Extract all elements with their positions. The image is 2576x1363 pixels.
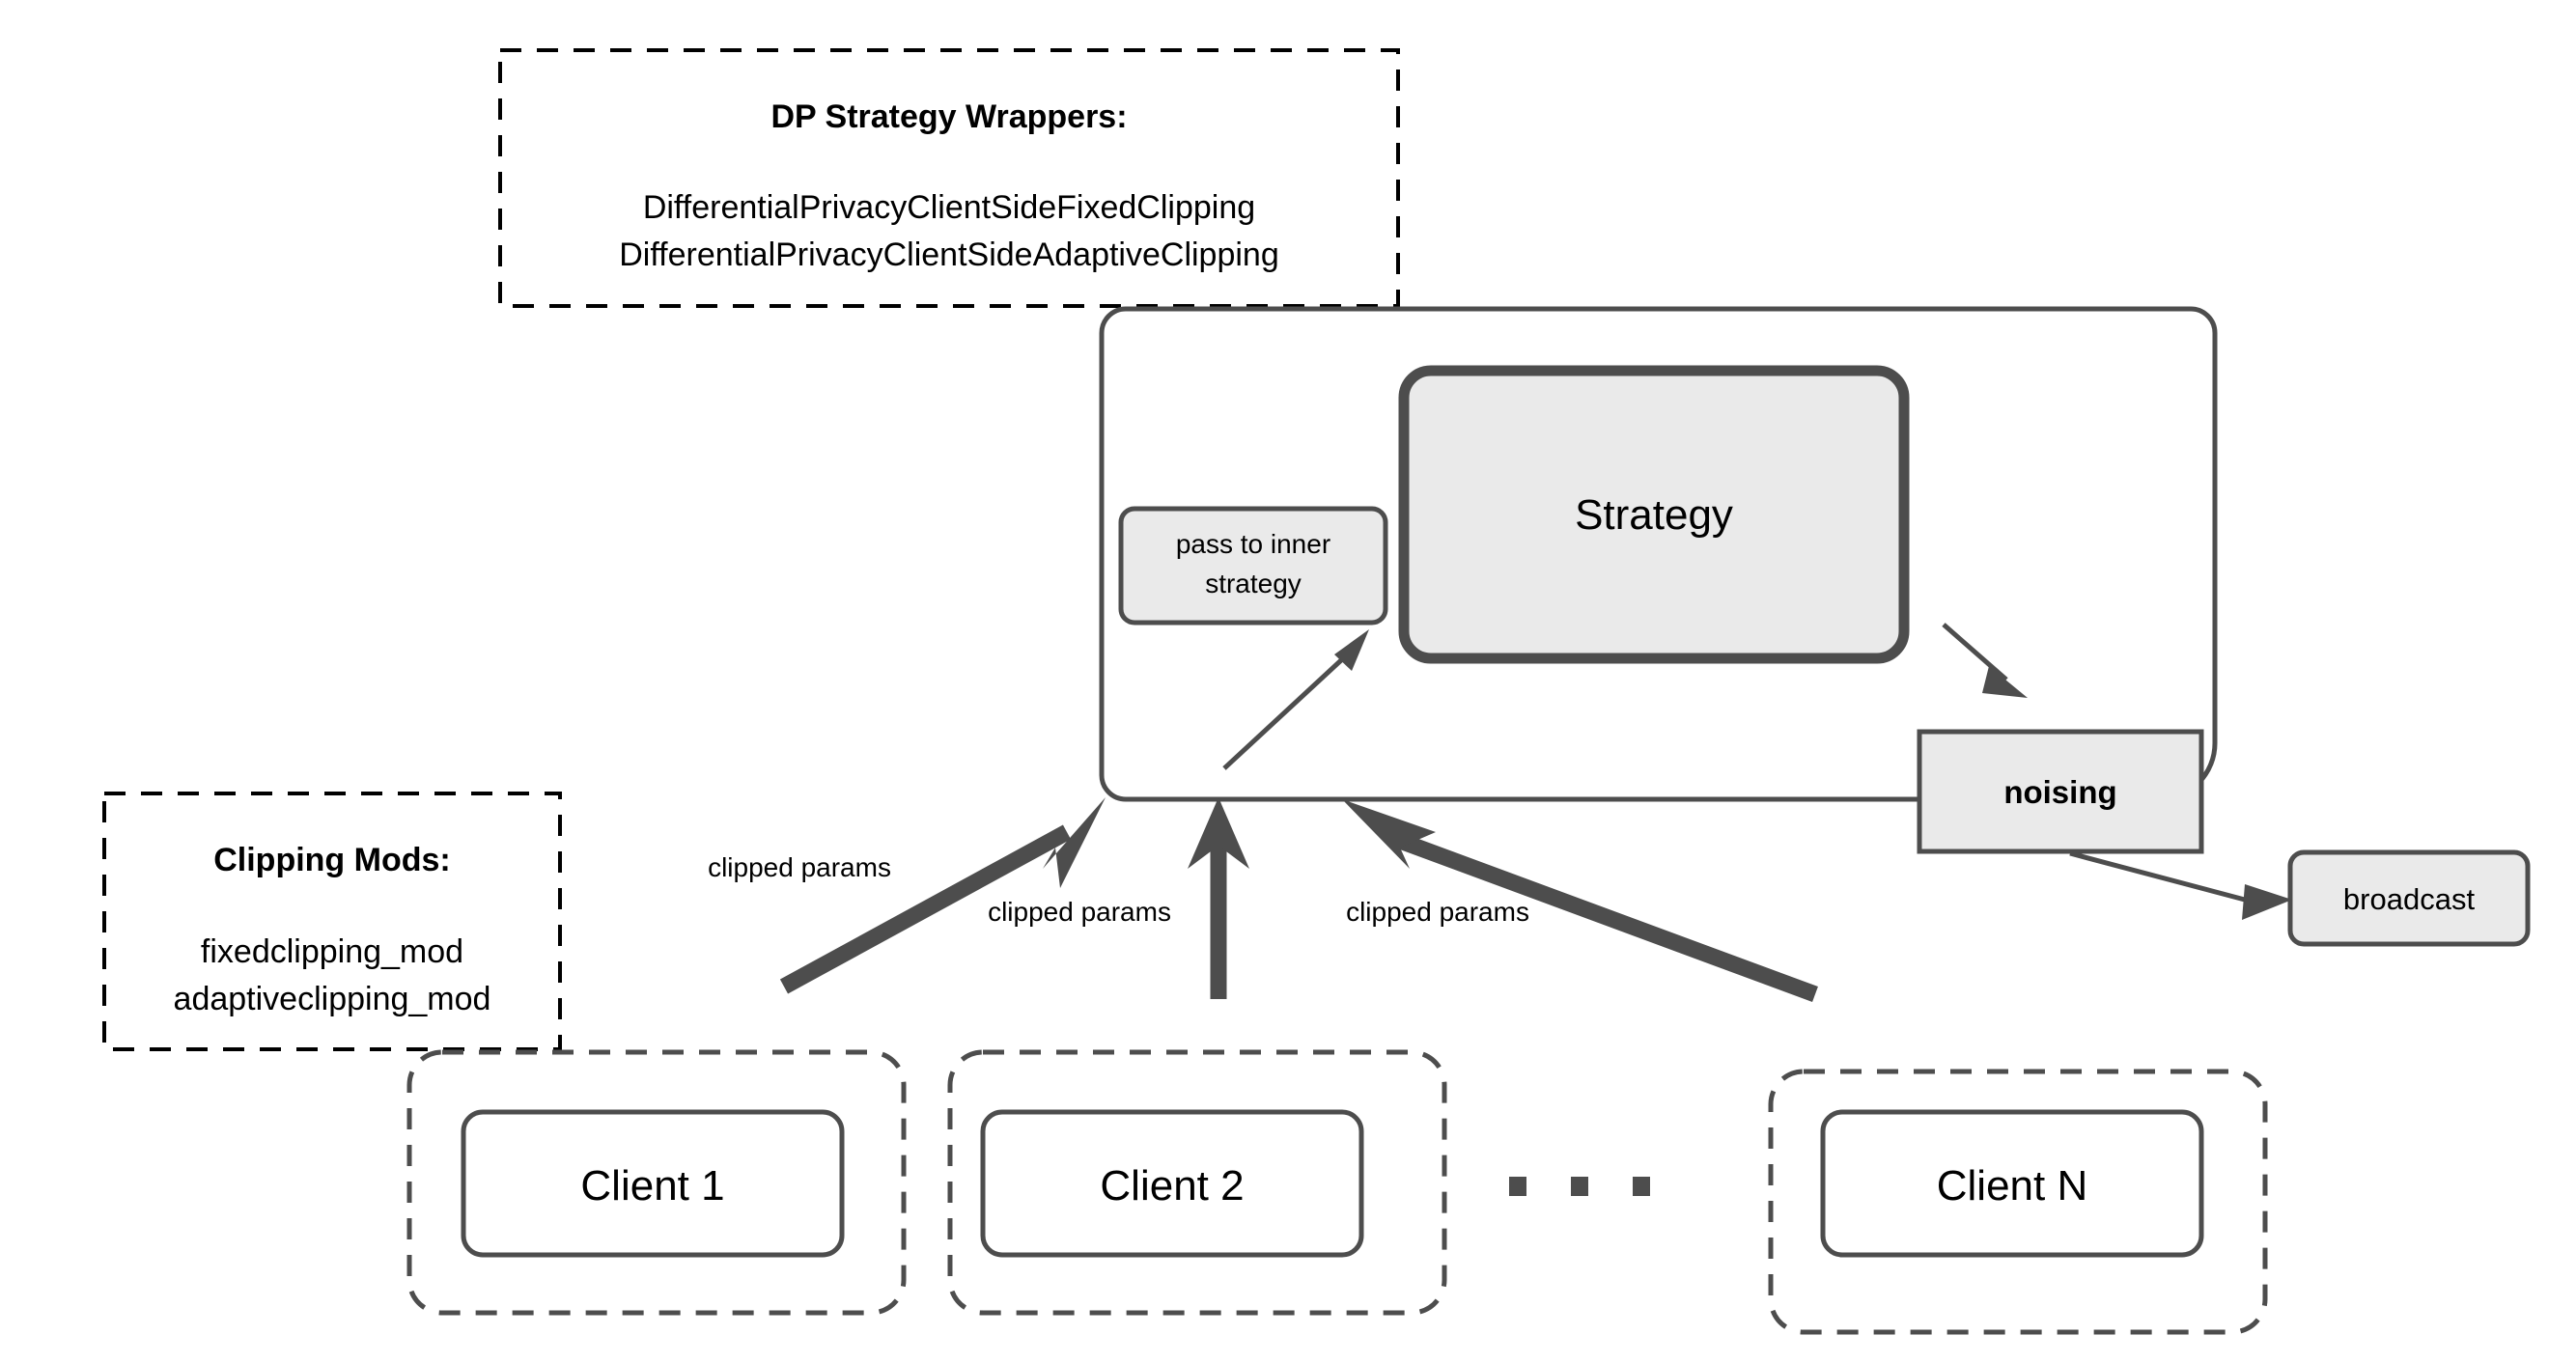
client-label-1: Client 1	[580, 1162, 724, 1210]
clipping-mods-note	[102, 792, 562, 1051]
strategy-label: Strategy	[1575, 491, 1733, 539]
strategy-to-noising-arrowhead	[1982, 666, 2028, 698]
to-pass-inner-arrow	[1222, 647, 1356, 770]
ellipsis-dot-3	[1633, 1177, 1650, 1196]
client-2-to-server-arrowhead	[1188, 797, 1249, 869]
ellipsis-dot-2	[1571, 1177, 1588, 1196]
noising-to-broadcast-arrow	[2069, 850, 2260, 906]
ellipsis-dot-1	[1509, 1177, 1526, 1196]
noising-box[interactable]	[1917, 729, 2204, 854]
broadcast-label: broadcast	[2343, 882, 2476, 916]
broadcast-box[interactable]	[2287, 849, 2531, 947]
client-label-n: Client N	[1937, 1162, 2088, 1210]
client-label-2: Client 2	[1100, 1162, 1244, 1210]
strategy-to-noising-arrow	[1942, 623, 2008, 682]
client-group-2	[947, 1049, 1447, 1316]
clipping-mods-line-1: fixedclipping_mod	[201, 933, 463, 970]
noising-to-broadcast-arrowhead	[2242, 884, 2292, 920]
edge-label-1: clipped params	[708, 852, 891, 882]
client-group-n	[1768, 1069, 2268, 1335]
dp-strategy-wrappers-title: DP Strategy Wrappers:	[770, 98, 1127, 135]
client-box-1[interactable]	[461, 1109, 845, 1258]
clipping-mods-line-2: adaptiveclipping_mod	[174, 981, 491, 1017]
client-box-2[interactable]	[980, 1109, 1364, 1258]
client-n-to-server-arrow	[1389, 830, 1818, 1002]
edge-label-2: clipped params	[988, 897, 1171, 927]
to-pass-inner-arrowhead	[1334, 629, 1369, 671]
noising-label: noising	[2003, 774, 2116, 810]
client-group-1	[406, 1049, 907, 1316]
dp-strategy-wrappers-note	[498, 48, 1400, 308]
clipping-mods-title: Clipping Mods:	[213, 842, 451, 878]
dp-strategy-wrappers-line-1: DifferentialPrivacyClientSideFixedClippi…	[643, 189, 1255, 226]
client-1-to-server-arrow	[779, 824, 1072, 994]
client-n-to-server-arrowhead	[1342, 799, 1436, 869]
client-box-n[interactable]	[1820, 1109, 2204, 1258]
pass-to-inner-strategy-box[interactable]	[1118, 506, 1388, 626]
edge-label-3: clipped params	[1346, 897, 1529, 927]
pass-to-inner-strategy-label-line1: pass to inner	[1176, 529, 1330, 559]
pass-to-inner-strategy-label-line2: strategy	[1205, 569, 1302, 598]
strategy-box[interactable]	[1398, 365, 1910, 664]
client-1-to-server-arrowhead	[1043, 797, 1106, 888]
dp-strategy-wrappers-line-2: DifferentialPrivacyClientSideAdaptiveCli…	[619, 236, 1279, 273]
